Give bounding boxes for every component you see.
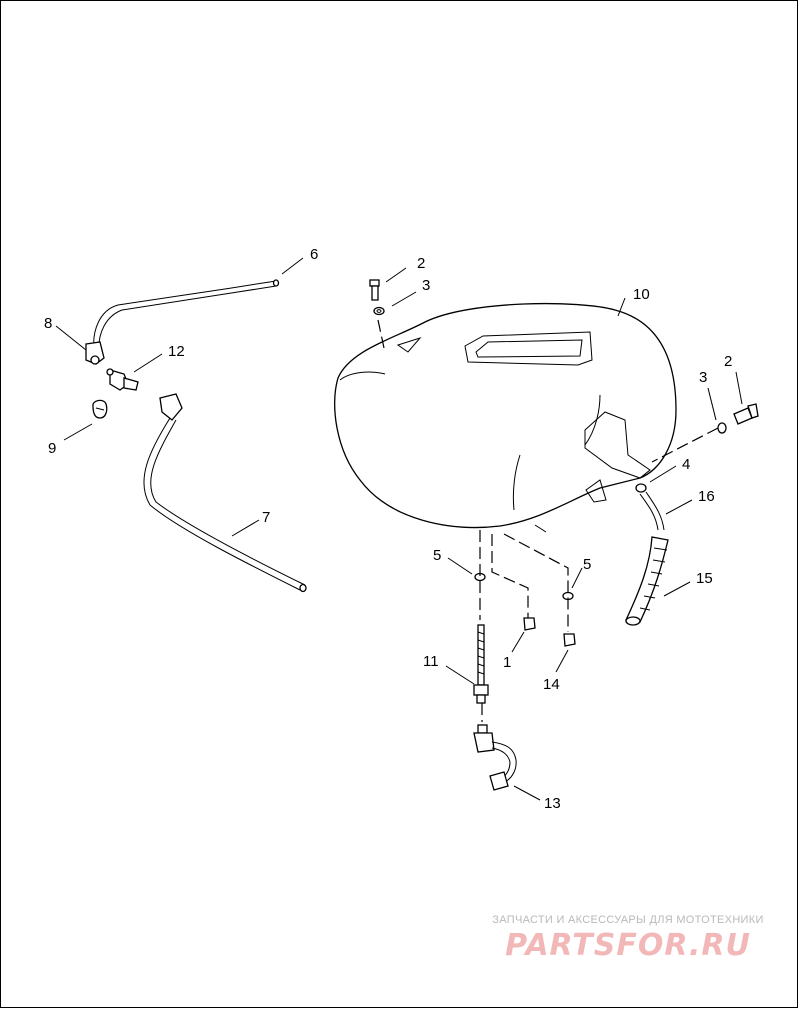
assembly-line-4 — [491, 534, 529, 618]
assembly-line-5 — [503, 533, 569, 632]
callout-3-top: 3 — [422, 277, 430, 294]
watermark-logo: PARTSFOR.RU — [505, 928, 751, 963]
fuel-tank — [334, 302, 677, 533]
washer-3-top — [373, 306, 385, 316]
callout-6: 6 — [310, 246, 318, 263]
assembly-line-2 — [651, 427, 719, 463]
vent-hose-6 — [93, 279, 280, 351]
callout-10: 10 — [633, 286, 650, 303]
watermark: ЗАПЧАСТИ И АКСЕССУАРЫ ДЛЯ МОТОТЕХНИКИ PA… — [468, 914, 788, 963]
callout-3-right: 3 — [699, 369, 707, 386]
callout-5-right: 5 — [583, 556, 591, 573]
callout-7: 7 — [262, 509, 270, 526]
callout-4: 4 — [682, 456, 690, 473]
valve-12 — [106, 368, 139, 391]
nut-1 — [523, 617, 536, 631]
callout-14: 14 — [543, 676, 560, 693]
clamp-9 — [92, 399, 108, 419]
fitting-13 — [473, 724, 517, 791]
callout-2-right: 2 — [724, 353, 732, 370]
callout-8: 8 — [44, 315, 52, 332]
callout-15: 15 — [696, 570, 713, 587]
hose-16 — [639, 491, 665, 531]
fuel-line-11 — [473, 624, 489, 704]
elbow-fitting-8 — [85, 341, 105, 365]
callout-13: 13 — [544, 795, 561, 812]
callout-2-top: 2 — [417, 255, 425, 272]
bolt-2-top — [369, 279, 380, 301]
hose-15 — [625, 536, 669, 626]
callout-12: 12 — [168, 343, 185, 360]
o-ring-4 — [635, 483, 647, 493]
callout-5-left: 5 — [433, 547, 441, 564]
bolt-2-right — [733, 403, 759, 425]
callout-9: 9 — [48, 440, 56, 457]
washer-3-right — [717, 422, 727, 434]
assembly-line-1 — [377, 319, 385, 349]
hose-7 — [143, 393, 307, 593]
callout-11: 11 — [423, 653, 439, 670]
callout-1: 1 — [503, 654, 511, 671]
leader-lines — [55, 257, 743, 801]
nut-14 — [563, 633, 576, 647]
watermark-tagline: ЗАПЧАСТИ И АКСЕССУАРЫ ДЛЯ МОТОТЕХНИКИ — [492, 914, 764, 926]
callout-16: 16 — [698, 488, 715, 505]
